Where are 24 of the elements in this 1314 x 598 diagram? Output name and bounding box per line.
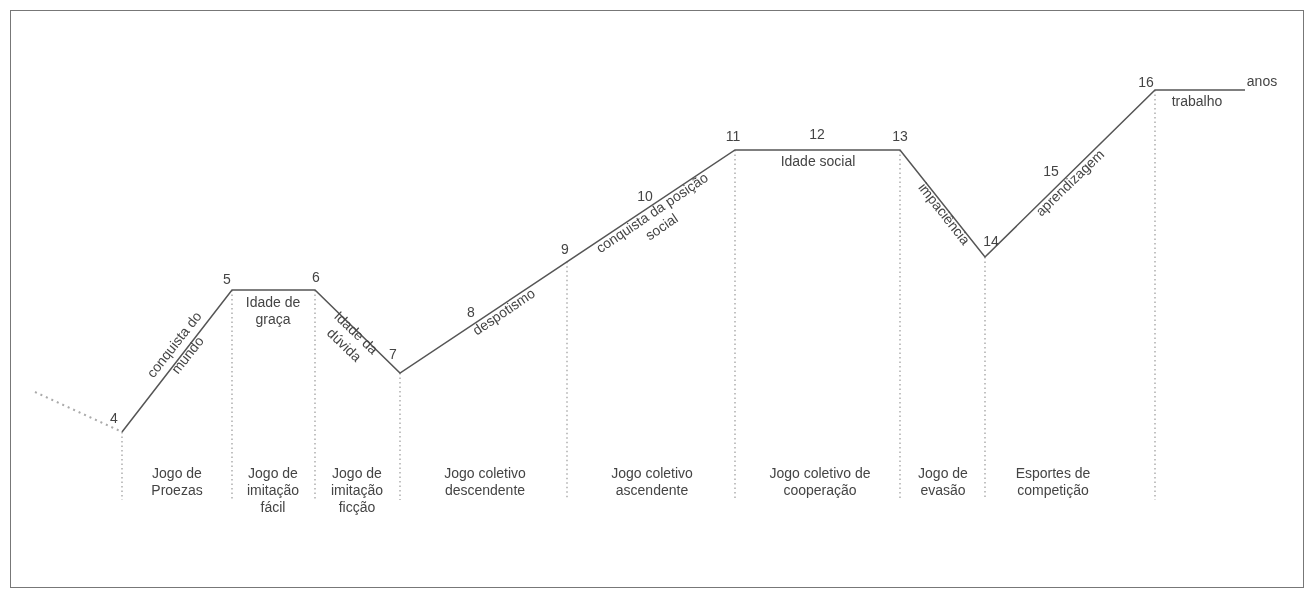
age-number: 10 xyxy=(637,187,653,204)
play-type-label: Jogo coletivo descendente xyxy=(443,465,527,499)
age-number: 9 xyxy=(561,240,569,258)
age-number: 5 xyxy=(223,270,231,288)
age-number: 16 xyxy=(1138,73,1154,91)
unit-label: anos xyxy=(1246,72,1278,90)
age-number: 12 xyxy=(809,125,825,143)
age-number: 11 xyxy=(725,127,741,145)
age-number: 13 xyxy=(892,127,908,145)
stage-label: trabalho xyxy=(1170,92,1224,110)
play-type-label: Jogo de imitação ficção xyxy=(329,464,385,516)
play-type-label: Jogo de evasão xyxy=(917,465,969,499)
play-type-label: Jogo de imitação fácil xyxy=(245,464,301,516)
stage-label: Idade social xyxy=(779,152,857,170)
stage-label: Idade de graça xyxy=(244,294,302,328)
play-type-label: Esportes de competição xyxy=(1014,465,1092,499)
play-type-label: Jogo coletivo de cooperação xyxy=(768,465,872,499)
play-type-label: Jogo de Proezas xyxy=(150,465,204,499)
play-type-label: Jogo coletivo ascendente xyxy=(610,465,694,499)
age-number: 14 xyxy=(983,232,999,250)
age-number: 4 xyxy=(110,409,118,427)
age-number: 7 xyxy=(389,345,397,363)
age-number: 8 xyxy=(467,303,475,320)
age-number: 6 xyxy=(312,268,320,286)
